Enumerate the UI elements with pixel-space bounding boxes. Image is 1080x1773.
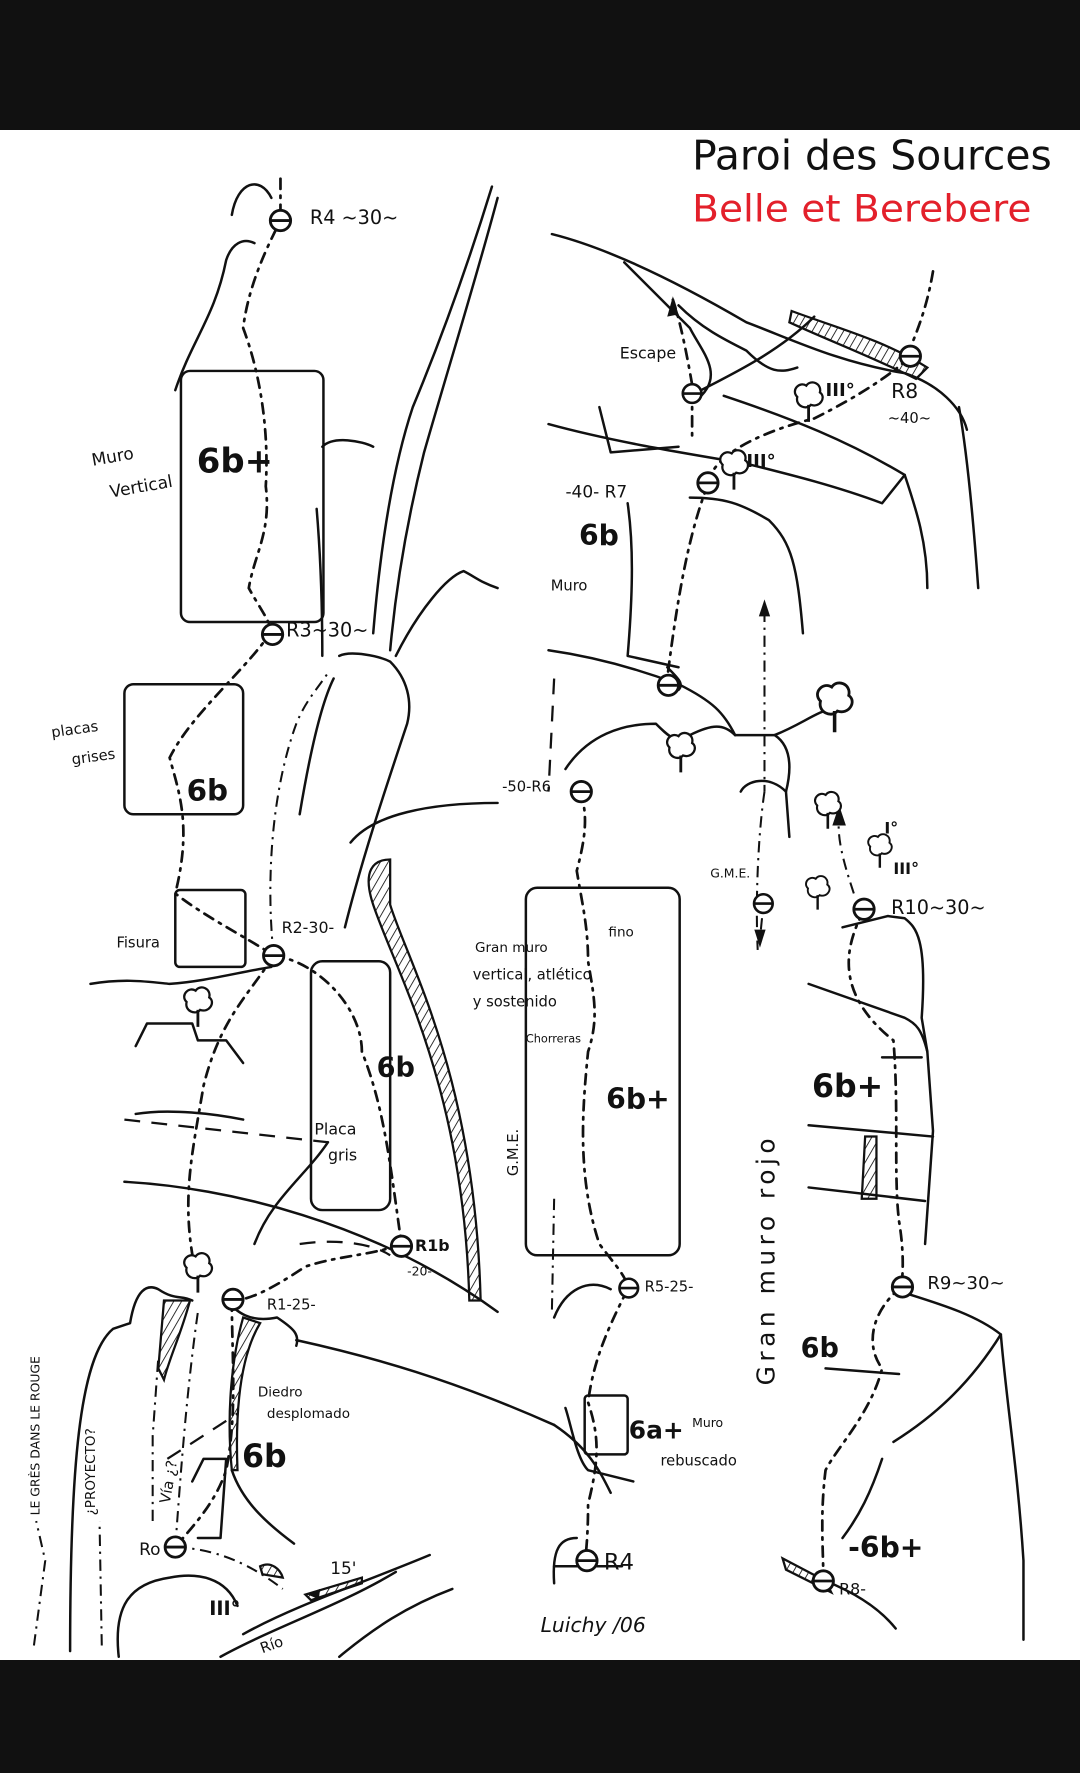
note-fisura: Fisura bbox=[116, 935, 159, 952]
belay-label-r5: R5-25- bbox=[645, 1278, 694, 1295]
left-route-sector-boxes bbox=[123, 369, 392, 1212]
note-gran-muro-1: Gran muro bbox=[475, 940, 548, 956]
note-fino: fino bbox=[608, 924, 633, 940]
note-desplomado: desplomado bbox=[267, 1406, 350, 1422]
right-route-line bbox=[754, 805, 923, 1579]
grade-label: III° bbox=[746, 451, 775, 472]
arrow-icon bbox=[32, 1520, 47, 1646]
belay-station-icon bbox=[898, 344, 922, 368]
grade-label: 6b+ bbox=[197, 442, 273, 481]
belay-station-icon bbox=[890, 1275, 915, 1299]
arrow-icon bbox=[307, 1588, 321, 1600]
note-muro: Muro bbox=[551, 577, 588, 594]
belay-station-icon bbox=[752, 892, 774, 915]
belay-station-icon bbox=[618, 1277, 640, 1299]
arrow-icon bbox=[98, 1521, 103, 1646]
belay-label-r7: -40- R7 bbox=[565, 482, 627, 502]
belay-station-icon bbox=[569, 780, 593, 804]
approach-time: 15' bbox=[330, 1558, 356, 1578]
belay-label-r0: Ro bbox=[139, 1539, 160, 1559]
note-gran-muro-2: vertical, atlético bbox=[473, 966, 592, 983]
note-rebuscado: rebuscado bbox=[660, 1453, 736, 1470]
belay-label-r9: R9~30~ bbox=[927, 1273, 1004, 1294]
belay-label-r10: R10~30~ bbox=[891, 896, 985, 919]
grade-label: 6b bbox=[377, 1053, 415, 1084]
approach-grade: III° bbox=[209, 1597, 240, 1620]
belay-station-icon bbox=[268, 208, 293, 233]
grade-label: -6b+ bbox=[848, 1531, 923, 1564]
belay-station-icon bbox=[575, 1549, 599, 1573]
topo-subtitle: Belle et Berebere bbox=[692, 187, 1031, 231]
grade-label: 6b+ bbox=[812, 1069, 883, 1105]
belay-label-r4: R4 bbox=[604, 1550, 634, 1576]
belay-station-icon bbox=[696, 471, 720, 495]
bottom-frame-bar bbox=[0, 1660, 1080, 1773]
grade-label: 6b bbox=[579, 519, 619, 552]
grade-label: 6b+ bbox=[606, 1082, 670, 1115]
grade-label: 6a+ bbox=[629, 1416, 684, 1445]
route-label-proyecto: ¿PROYECTO? bbox=[83, 1428, 99, 1515]
middle-labels: Escape III° -40- R7 6b Muro -50-R6 Gran … bbox=[473, 343, 776, 1636]
grade-label: III° bbox=[826, 380, 855, 401]
belay-station-icon bbox=[811, 1569, 835, 1593]
left-route-line bbox=[151, 177, 403, 1590]
top-frame-bar bbox=[0, 0, 1080, 130]
belay-label-r3: R3~30~ bbox=[286, 619, 368, 642]
note-grises: grises bbox=[71, 746, 117, 769]
route-label-le-gres: LE GRÈS DANS LE ROUGE bbox=[28, 1356, 43, 1515]
gme-label: G.M.E. bbox=[710, 866, 750, 881]
note-placas: placas bbox=[50, 718, 99, 741]
note-chorreras: Chorreras bbox=[526, 1033, 581, 1046]
belay-station-icon bbox=[389, 1234, 414, 1258]
belay-label-r8-top: R8 bbox=[891, 379, 918, 403]
note-gris: gris bbox=[328, 1145, 357, 1164]
grade-label: 6b bbox=[801, 1333, 839, 1364]
pitch-length-r8-top: ~40~ bbox=[888, 410, 931, 427]
grade-label: I° bbox=[884, 818, 898, 837]
topo-title: Paroi des Sources bbox=[692, 132, 1052, 180]
belay-label-r2: R2-30- bbox=[282, 918, 335, 937]
river-label: Río bbox=[258, 1633, 286, 1657]
belay-station-icon bbox=[163, 1535, 187, 1559]
belay-label-r8: R8- bbox=[839, 1580, 866, 1599]
belay-station-icon bbox=[681, 382, 703, 405]
belay-station-icon bbox=[852, 897, 876, 921]
grade-label: 6b bbox=[187, 774, 229, 808]
right-labels: III° R8 ~40~ G.M.E. I° III° R10~30~ 6b+ … bbox=[710, 379, 1005, 1598]
belay-station-icon bbox=[262, 944, 286, 968]
pitch-length-r1b: -20- bbox=[407, 1264, 432, 1279]
grade-label: 6b bbox=[242, 1439, 287, 1475]
note-placa: Placa bbox=[314, 1119, 356, 1138]
note-gran-muro-3: y sostenido bbox=[473, 994, 557, 1011]
note-diedro: Diedro bbox=[258, 1385, 303, 1401]
belay-station-icon bbox=[656, 673, 680, 697]
author-signature: Luichy /06 bbox=[541, 1613, 646, 1637]
belay-label-r4: R4 ~30~ bbox=[310, 206, 398, 229]
grade-label: III° bbox=[893, 859, 919, 878]
belay-label-r1: R1-25- bbox=[267, 1297, 316, 1314]
gme-vertical-label: G.M.E. bbox=[505, 1129, 522, 1176]
escape-label: Escape bbox=[620, 343, 676, 362]
belay-label-r1b: R1b bbox=[415, 1236, 450, 1255]
belay-station-icon bbox=[260, 622, 285, 647]
note-muro: Muro bbox=[692, 1415, 723, 1430]
middle-route-sector-boxes bbox=[524, 886, 681, 1456]
wall-label-gran-muro-rojo: Gran muro rojo bbox=[752, 1134, 781, 1385]
belay-label-r6: -50-R6 bbox=[502, 779, 551, 796]
belay-station-icon bbox=[221, 1287, 245, 1311]
